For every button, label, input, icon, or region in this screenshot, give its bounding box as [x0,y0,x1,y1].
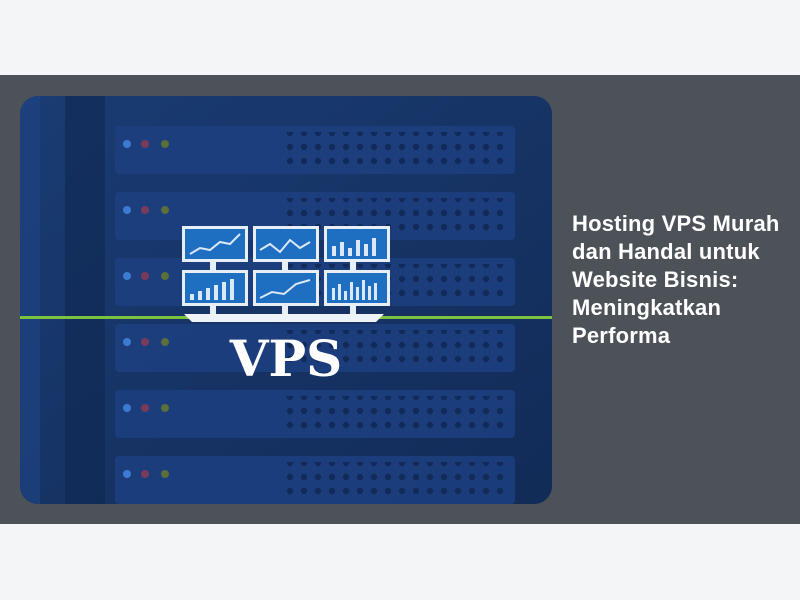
monitor-icons [182,226,390,322]
vps-badge-text: VPS [229,329,343,388]
featured-image[interactable]: VPS [20,96,552,504]
vps-illustration: VPS [20,96,552,504]
server-racks [115,126,515,504]
article-title[interactable]: Hosting VPS Murah dan Handal untuk Websi… [572,211,780,348]
